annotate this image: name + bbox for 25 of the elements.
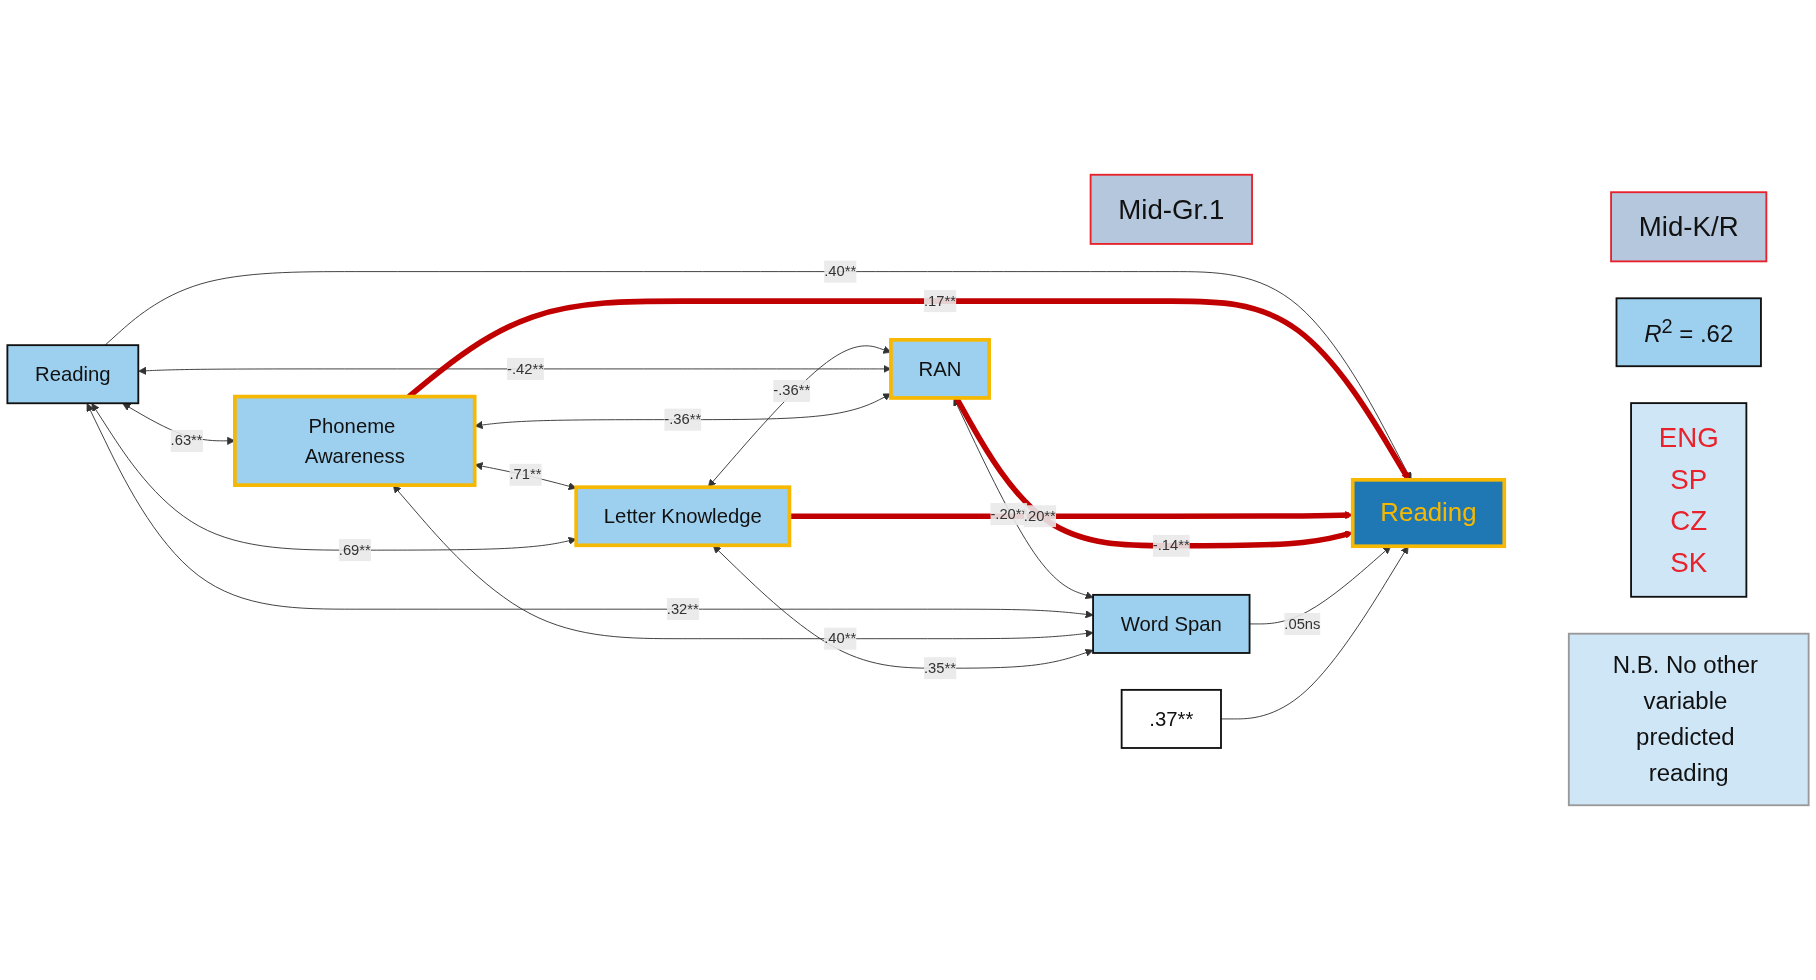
node-box: R$^{2}$ = .62 xyxy=(1615,297,1762,368)
edge-label: .69** xyxy=(338,541,371,558)
edge-label: .40** xyxy=(824,263,857,279)
edge-label: .17** xyxy=(924,292,957,309)
node-box: Reading xyxy=(6,344,140,405)
node-box: Letter Knowledge xyxy=(574,485,792,548)
edge-label: .35** xyxy=(924,659,957,676)
node-box: Word Span xyxy=(1092,593,1251,654)
edge-label: .32** xyxy=(666,600,699,617)
node-box: Phoneme Awareness xyxy=(233,394,477,487)
node-box: Mid-Gr.1 xyxy=(1089,173,1253,245)
node-box: N.B. No other variable predicted reading xyxy=(1567,632,1810,807)
node-box: ENG SP CZ SK xyxy=(1630,402,1748,598)
node-box: Mid-K/R xyxy=(1610,191,1768,263)
edge-label: -.36** xyxy=(664,411,702,428)
node-box: Reading xyxy=(1350,477,1507,549)
edge-label: .40** xyxy=(824,630,857,647)
node-box: .37** xyxy=(1120,688,1222,749)
edge-label: -.36** xyxy=(773,382,811,399)
edge-label: -.14** xyxy=(1152,537,1190,554)
edge-label: .05ns xyxy=(1284,615,1321,632)
edge-label: -.42** xyxy=(506,360,544,377)
edge-label: .63** xyxy=(170,432,203,449)
edge-label: .71** xyxy=(509,466,542,483)
node-box: RAN xyxy=(889,338,991,400)
